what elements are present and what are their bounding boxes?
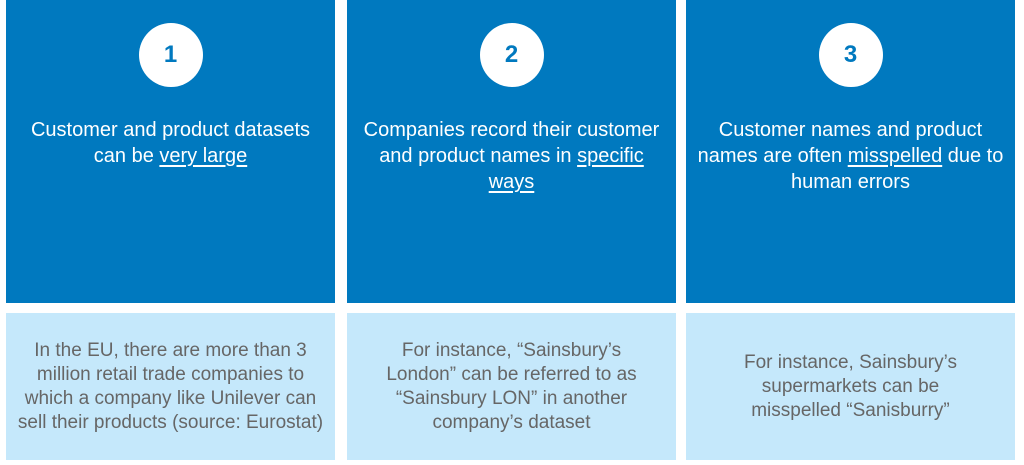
- challenge-headline: Companies record their customer and prod…: [355, 117, 668, 195]
- headline-text: Customer and product datasets can be: [30, 119, 311, 167]
- example-panel: For instance, “Sainsbury’s London” can b…: [347, 313, 676, 460]
- step-number-badge: 3: [818, 23, 883, 87]
- headline-text: Companies record their customer and prod…: [363, 119, 660, 167]
- headline-emphasis: misspelled: [847, 145, 943, 167]
- challenge-headline: Customer names and product names are oft…: [694, 117, 1007, 195]
- headline-emphasis: very large: [159, 145, 248, 167]
- example-text: For instance, “Sainsbury’s London” can b…: [386, 339, 637, 433]
- step-number-badge: 2: [479, 23, 544, 87]
- challenge-panel: 3 Customer names and product names are o…: [686, 0, 1015, 303]
- example-panel: For instance, Sainsbury’s supermarkets c…: [686, 313, 1015, 460]
- example-text: For instance, Sainsbury’s supermarkets c…: [744, 351, 957, 421]
- step-number-badge: 1: [138, 23, 203, 87]
- challenge-panel: 2 Companies record their customer and pr…: [347, 0, 676, 303]
- headline-emphasis: specific ways: [488, 145, 644, 193]
- headline-text: Customer names and product names are oft…: [697, 119, 983, 167]
- example-panel: In the EU, there are more than 3 million…: [6, 313, 335, 460]
- headline-text-end: due to human errors: [791, 145, 1004, 193]
- challenge-panel: 1 Customer and product datasets can be v…: [6, 0, 335, 303]
- challenge-headline: Customer and product datasets can be ver…: [14, 117, 327, 169]
- example-text: In the EU, there are more than 3 million…: [17, 339, 324, 433]
